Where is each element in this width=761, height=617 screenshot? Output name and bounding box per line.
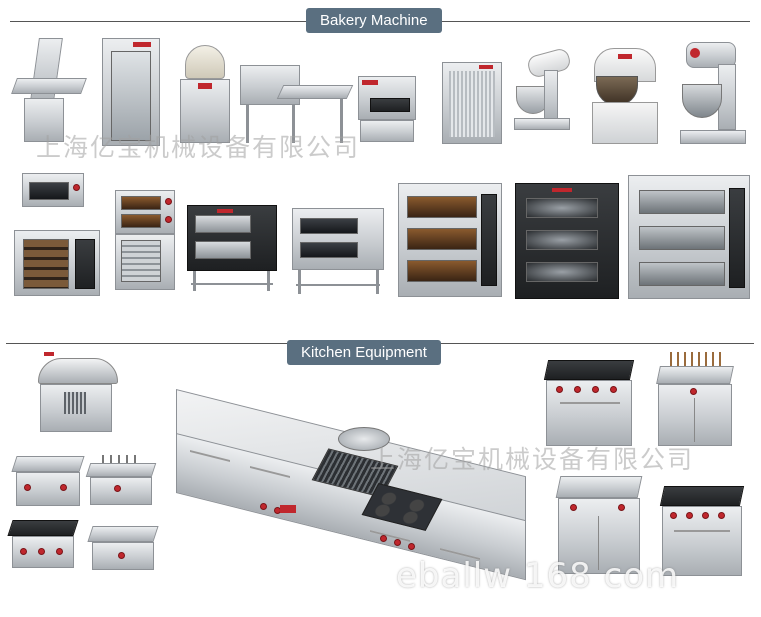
bread-slicer-icon — [358, 68, 418, 143]
griddle-icon — [38, 352, 122, 434]
bakery-section-title: Bakery Machine — [306, 8, 442, 33]
kitchen-section-title: Kitchen Equipment — [287, 340, 441, 365]
deck-oven-icon — [515, 183, 619, 299]
planetary-mixer-icon — [676, 42, 752, 146]
dough-sheeter-icon — [11, 38, 87, 146]
spiral-mixer-icon — [588, 48, 662, 146]
deck-oven-icon — [115, 190, 177, 292]
gas-range-icon — [543, 360, 636, 448]
fryer-icon — [555, 476, 644, 576]
deck-oven-icon — [292, 208, 386, 296]
proofer-icon — [102, 38, 160, 146]
deck-oven-icon — [628, 175, 750, 299]
griddle-icon — [87, 526, 159, 572]
convection-oven-icon — [14, 230, 100, 296]
dough-divider-icon — [180, 45, 230, 145]
stand-mixer-icon — [514, 46, 574, 132]
deck-oven-icon — [398, 183, 502, 297]
kitchen-island-icon — [170, 385, 532, 603]
deck-oven-icon — [187, 205, 279, 293]
deck-oven-icon — [22, 173, 84, 207]
fryer-icon — [11, 456, 85, 508]
moulder-icon — [240, 55, 354, 145]
gas-range-icon — [7, 520, 79, 570]
noodle-cooker-icon — [656, 352, 736, 448]
noodle-cooker-icon — [85, 455, 157, 507]
water-chiller-icon — [442, 62, 502, 144]
gas-range-icon — [659, 486, 746, 578]
